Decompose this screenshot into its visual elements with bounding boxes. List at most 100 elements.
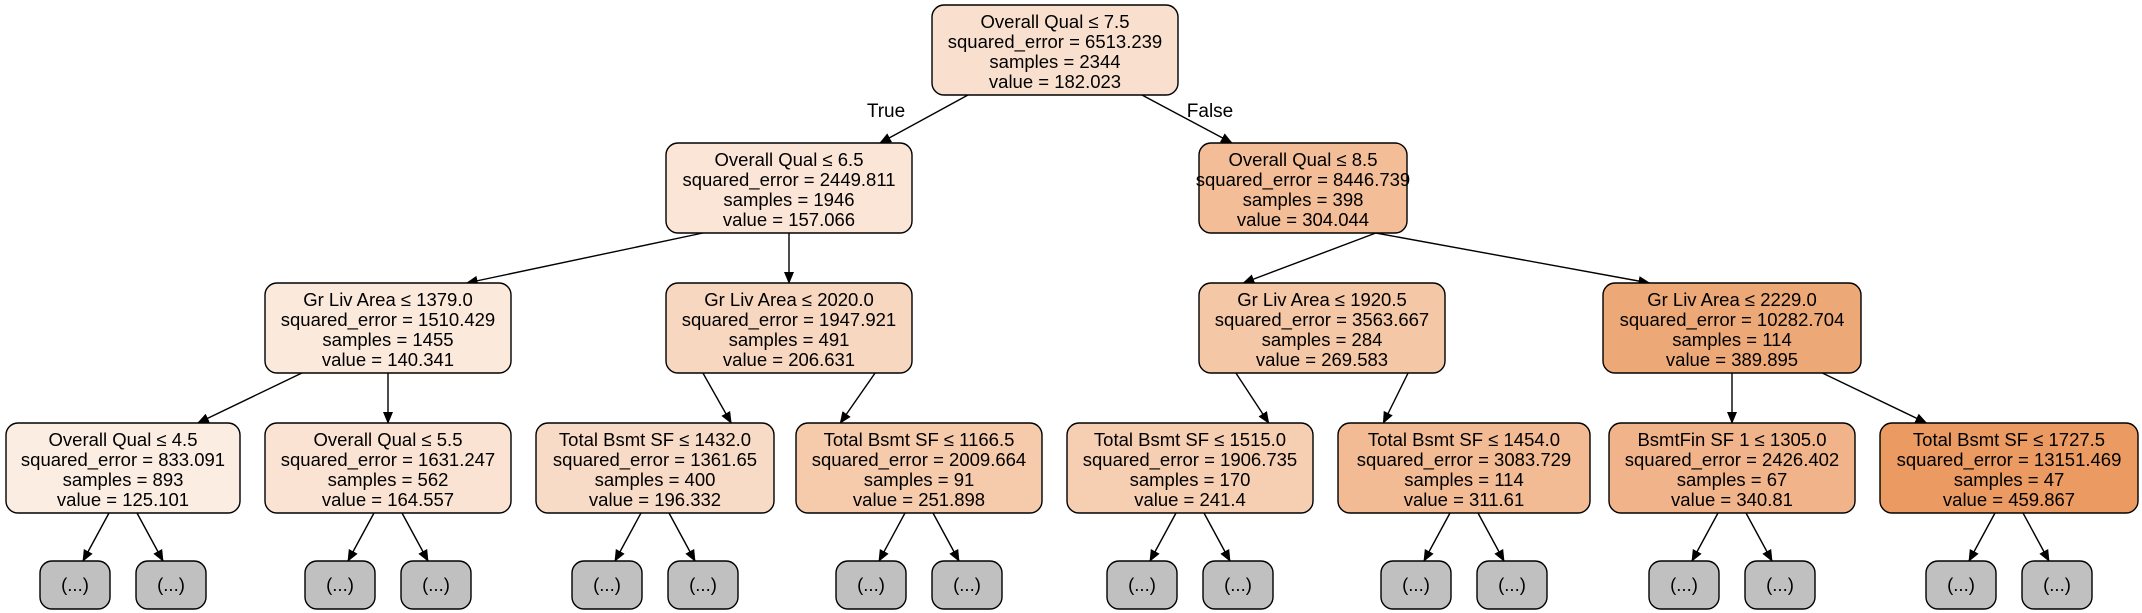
truncated-subtree-node: (...) xyxy=(2021,560,2093,610)
truncated-subtree-node: (...) xyxy=(400,560,472,610)
truncated-subtree-node: (...) xyxy=(571,560,643,610)
truncated-label: (...) xyxy=(1128,574,1156,595)
truncated-label: (...) xyxy=(1766,574,1794,595)
truncated-label: (...) xyxy=(1498,574,1526,595)
edge-n5-n12 xyxy=(1382,372,1409,424)
edge-n9-leaf-1 xyxy=(668,512,696,562)
edge-n10-leaf-0 xyxy=(878,512,906,562)
node-line: squared_error = 3563.667 xyxy=(1215,309,1429,331)
node-line: squared_error = 10282.704 xyxy=(1620,309,1845,331)
node-line: samples = 284 xyxy=(1262,329,1383,350)
truncated-subtree-node: (...) xyxy=(1925,560,1997,610)
node-line: value = 125.101 xyxy=(57,489,189,510)
edge-n7-leaf-0 xyxy=(82,512,110,562)
truncated-label: (...) xyxy=(857,574,885,595)
true-edge-label: True xyxy=(867,101,905,122)
truncated-subtree-node: (...) xyxy=(667,560,739,610)
edge-n4-n9 xyxy=(702,372,732,424)
node-line: squared_error = 1361.65 xyxy=(553,449,757,471)
node-line: Total Bsmt SF ≤ 1515.0 xyxy=(1094,429,1286,450)
node-line: BsmtFin SF 1 ≤ 1305.0 xyxy=(1637,429,1826,450)
truncated-subtree-node: (...) xyxy=(835,560,907,610)
node-line: samples = 91 xyxy=(864,469,975,490)
node-line: value = 389.895 xyxy=(1666,349,1798,370)
node-line: value = 196.332 xyxy=(589,489,721,510)
false-edge-label: False xyxy=(1187,101,1233,122)
node-line: samples = 491 xyxy=(729,329,850,350)
truncated-subtree-node: (...) xyxy=(135,560,207,610)
node-line: samples = 893 xyxy=(63,469,184,490)
node-line: value = 206.631 xyxy=(723,349,855,370)
edge-n0-n1 xyxy=(879,94,969,144)
edge-n13-leaf-0 xyxy=(1691,512,1719,562)
node-line: value = 459.867 xyxy=(1943,489,2075,510)
node-line: squared_error = 2449.811 xyxy=(682,169,895,191)
truncated-label: (...) xyxy=(689,574,717,595)
node-line: Total Bsmt SF ≤ 1432.0 xyxy=(559,429,751,450)
node-line: Total Bsmt SF ≤ 1727.5 xyxy=(1913,429,2105,450)
truncated-subtree-node: (...) xyxy=(1380,560,1452,610)
node-line: value = 269.583 xyxy=(1256,349,1388,370)
truncated-label: (...) xyxy=(1670,574,1698,595)
node-line: Overall Qual ≤ 4.5 xyxy=(49,429,198,450)
node-line: squared_error = 13151.469 xyxy=(1897,449,2122,471)
edge-n6-n14 xyxy=(1821,372,1928,424)
edge-n2-n5 xyxy=(1242,232,1377,284)
truncated-label: (...) xyxy=(326,574,354,595)
truncated-subtree-node: (...) xyxy=(1202,560,1274,610)
truncated-subtree-node: (...) xyxy=(1648,560,1720,610)
truncated-subtree-node: (...) xyxy=(1476,560,1548,610)
node-line: samples = 1455 xyxy=(322,329,453,350)
edge-n9-leaf-0 xyxy=(614,512,642,562)
edge-n12-leaf-0 xyxy=(1423,512,1451,562)
node-line: samples = 114 xyxy=(1404,469,1523,490)
edge-n13-leaf-1 xyxy=(1745,512,1773,562)
edge-n8-leaf-0 xyxy=(347,512,375,562)
node-line: value = 140.341 xyxy=(322,349,454,370)
edge-n8-leaf-1 xyxy=(401,512,429,562)
node-line: Gr Liv Area ≤ 2020.0 xyxy=(704,289,874,310)
node-line: Total Bsmt SF ≤ 1454.0 xyxy=(1368,429,1560,450)
node-line: samples = 67 xyxy=(1677,469,1788,490)
tree-edges xyxy=(82,94,2050,562)
node-line: Gr Liv Area ≤ 1920.5 xyxy=(1237,289,1407,310)
edge-n3-n7 xyxy=(196,372,303,424)
node-line: value = 304.044 xyxy=(1237,209,1369,230)
node-line: value = 311.61 xyxy=(1404,489,1525,510)
node-line: value = 251.898 xyxy=(853,489,985,510)
node-line: value = 241.4 xyxy=(1134,489,1246,510)
node-line: value = 157.066 xyxy=(723,209,855,230)
edge-n2-n6 xyxy=(1375,232,1651,286)
truncated-subtree-node: (...) xyxy=(1744,560,1816,610)
node-line: Gr Liv Area ≤ 1379.0 xyxy=(303,289,473,310)
node-line: value = 340.81 xyxy=(1671,489,1793,510)
node-line: Gr Liv Area ≤ 2229.0 xyxy=(1647,289,1817,310)
node-line: samples = 400 xyxy=(595,469,716,490)
node-line: Overall Qual ≤ 8.5 xyxy=(1229,149,1378,170)
node-line: squared_error = 1631.247 xyxy=(281,449,495,471)
edge-n11-leaf-1 xyxy=(1203,512,1231,562)
node-line: Total Bsmt SF ≤ 1166.5 xyxy=(824,429,1015,450)
node-line: Overall Qual ≤ 5.5 xyxy=(314,429,463,450)
node-line: squared_error = 3083.729 xyxy=(1357,449,1571,471)
truncated-subtree-node: (...) xyxy=(39,560,111,610)
node-line: samples = 170 xyxy=(1130,469,1251,490)
node-line: samples = 2344 xyxy=(989,51,1120,72)
node-line: samples = 114 xyxy=(1672,329,1791,350)
edge-n12-leaf-1 xyxy=(1477,512,1505,562)
edge-n10-leaf-1 xyxy=(932,512,960,562)
node-line: squared_error = 1510.429 xyxy=(281,309,495,331)
truncated-label: (...) xyxy=(953,574,981,595)
node-line: samples = 562 xyxy=(328,469,449,490)
truncated-label: (...) xyxy=(1224,574,1252,595)
node-line: value = 164.557 xyxy=(322,489,454,510)
